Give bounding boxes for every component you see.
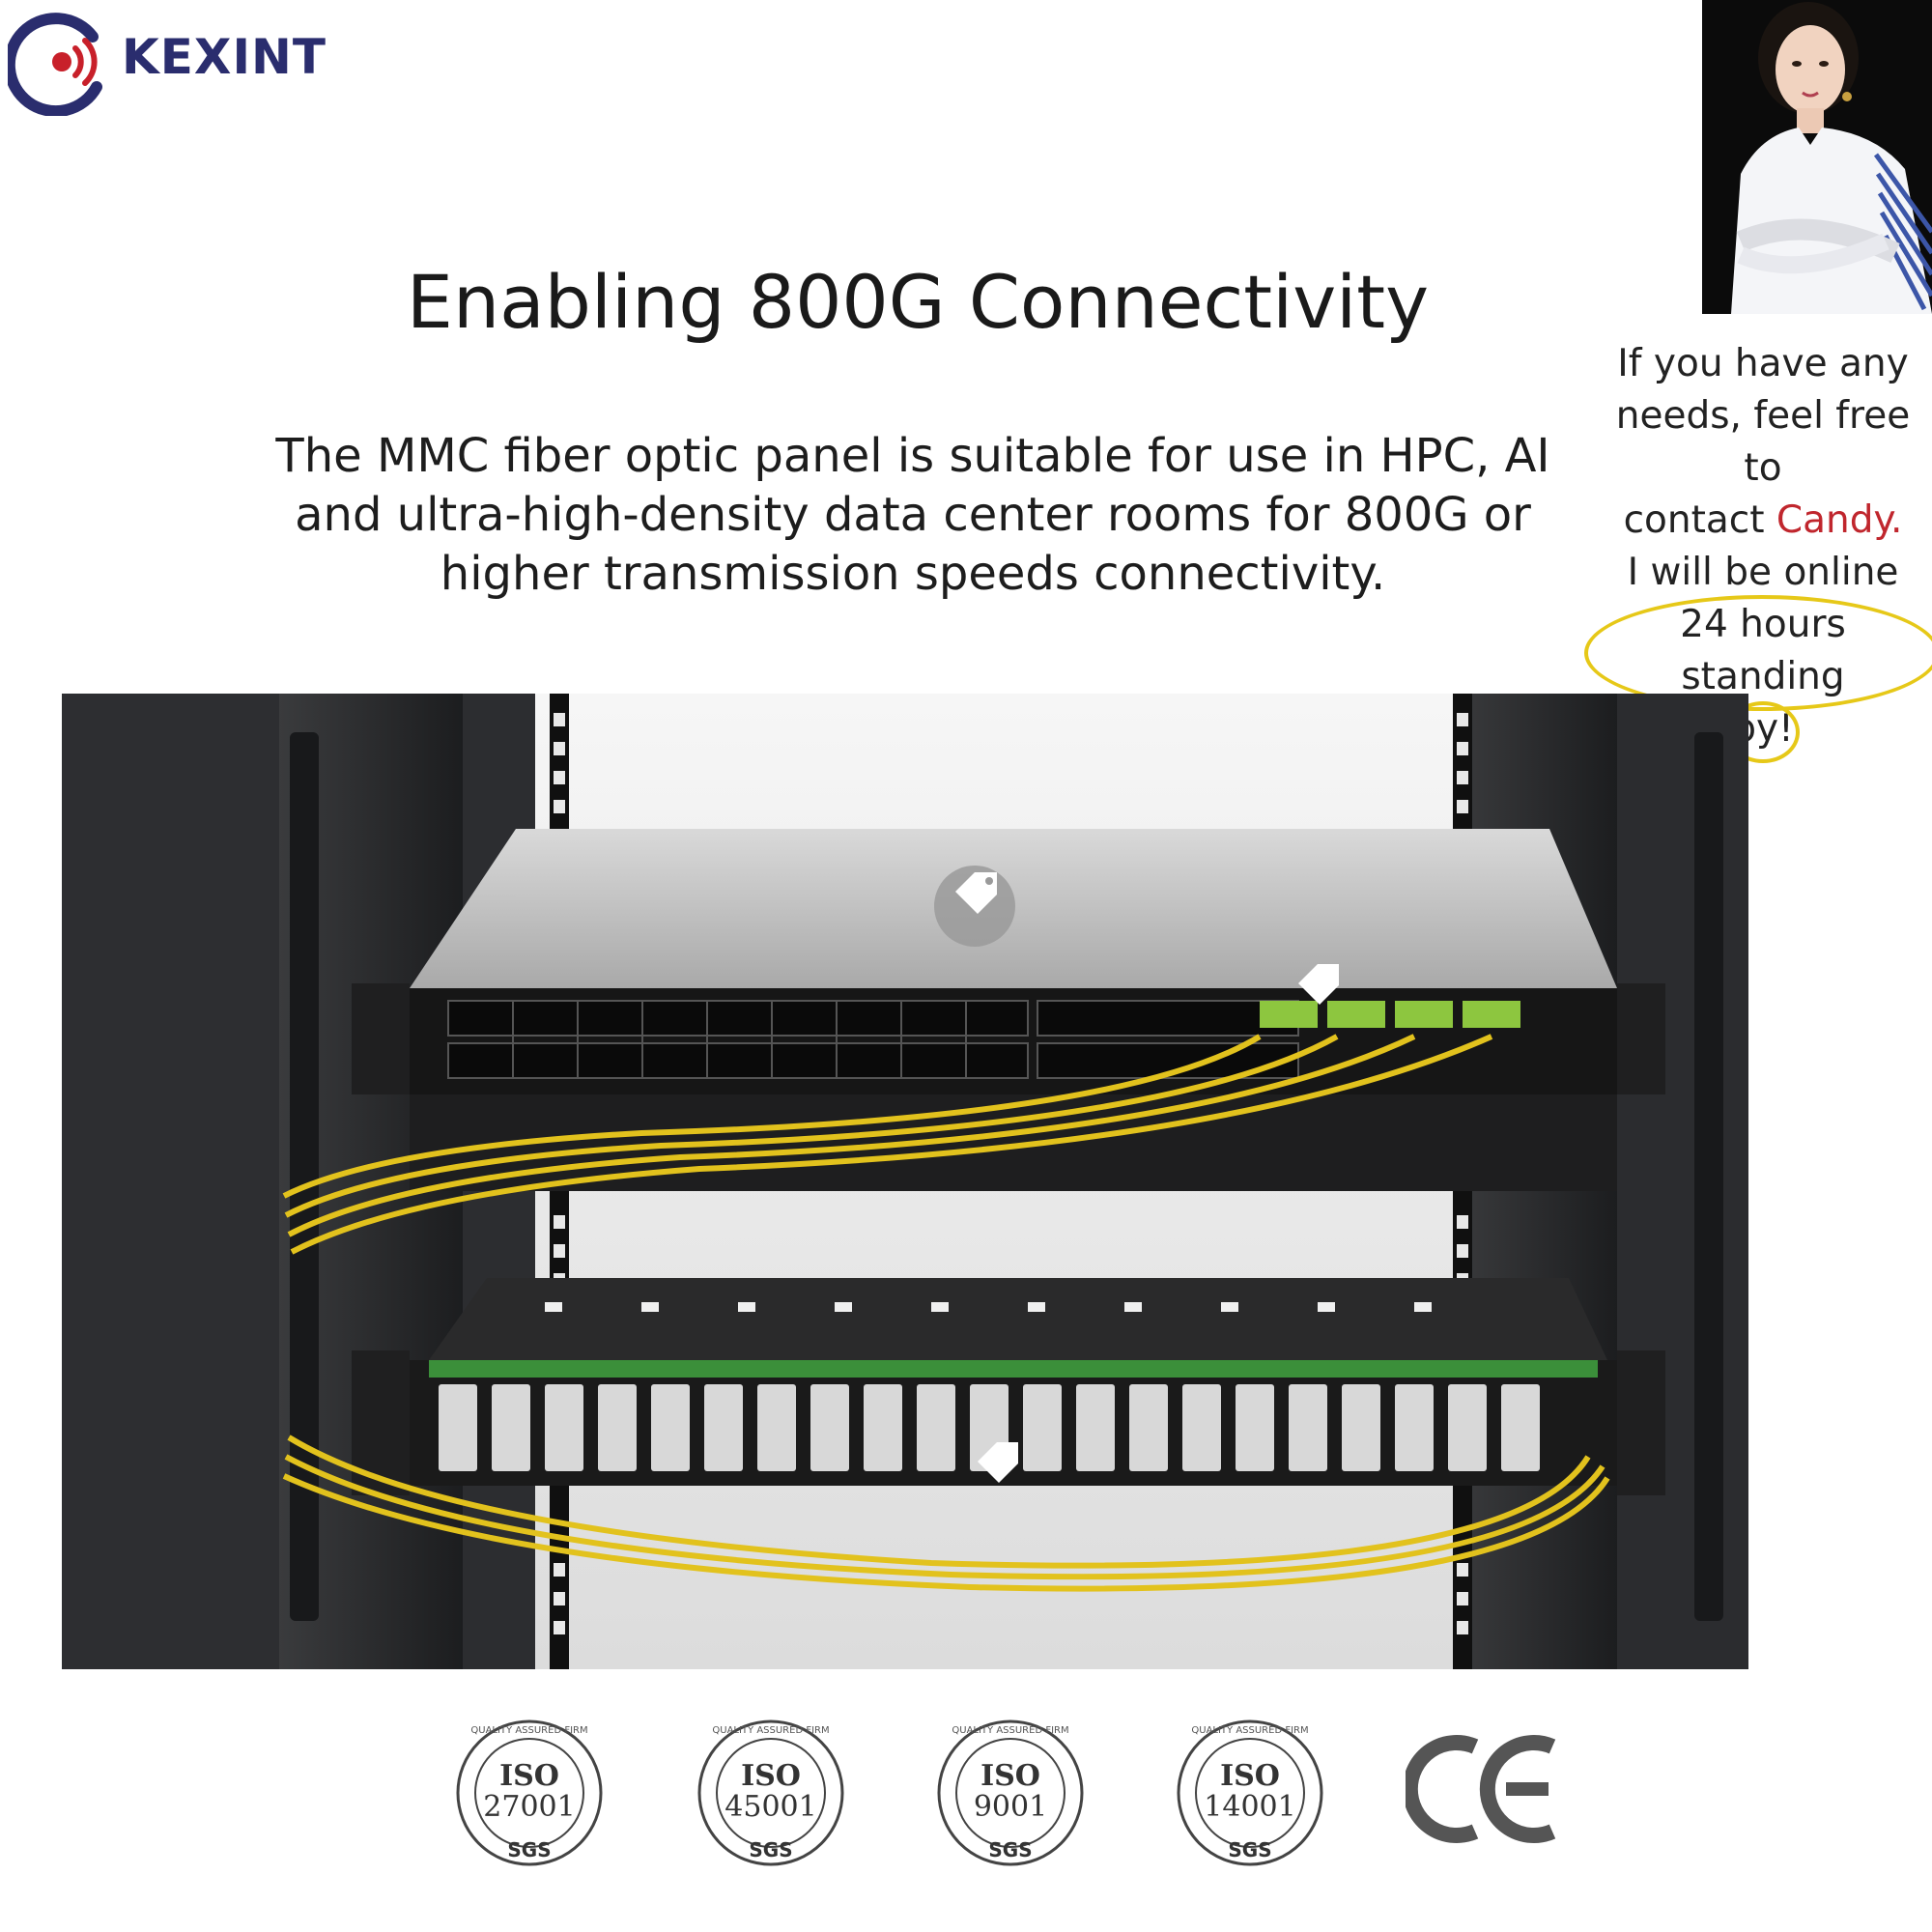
cert-ring-text: QUALITY ASSURED FIRM [952,1725,1068,1736]
cert-iso: ISO [1220,1759,1280,1793]
kexint-logo-icon [8,13,102,116]
circled-availability: 24 hours standing [1584,595,1932,711]
contact-portrait [1702,0,1932,314]
cert-ring-text: QUALITY ASSURED FIRM [712,1725,829,1736]
price-tag-icon[interactable] [1298,964,1339,1005]
cert-number: 45001 [724,1790,816,1824]
cert-iso: ISO [499,1759,559,1793]
cert-issuer: SGS [988,1838,1032,1861]
cert-badge-2: ISO 45001 SGS QUALITY ASSURED FIRM [694,1716,848,1870]
contact-line: I will be online [1627,551,1899,594]
contact-name[interactable]: Candy. [1776,498,1903,542]
contact-line: contact Candy. [1594,495,1932,547]
description-line: and ultra-high-density data center rooms… [295,488,1531,542]
contact-prefix: contact [1623,498,1776,542]
contact-line: If you have any [1617,342,1909,385]
product-description: The MMC fiber optic panel is suitable fo… [242,427,1584,604]
description-line: higher transmission speeds connectivity. [440,547,1386,601]
cert-badge-1: ISO 27001 SGS QUALITY ASSURED FIRM [452,1716,607,1870]
cert-ring-text: QUALITY ASSURED FIRM [470,1725,587,1736]
brand-name: KEXINT [122,29,327,85]
description-line: The MMC fiber optic panel is suitable fo… [275,429,1550,483]
contact-message: If you have any needs, feel free to cont… [1584,338,1932,763]
price-tag-icon[interactable] [934,866,1015,947]
price-tag-icon[interactable] [978,1442,1018,1483]
contact-line: 24 hours standing [1584,595,1932,711]
cert-issuer: SGS [749,1838,792,1861]
cert-number: 14001 [1204,1790,1295,1824]
cert-iso: ISO [741,1759,801,1793]
cert-badge-3: ISO 9001 SGS QUALITY ASSURED FIRM [933,1716,1088,1870]
cert-number: 27001 [483,1790,575,1824]
product-photo [62,694,1748,1669]
page-title: Enabling 800G Connectivity [406,259,1430,345]
cert-badge-4: ISO 14001 SGS QUALITY ASSURED FIRM [1173,1716,1327,1870]
ce-mark-icon: CE [1406,1735,1556,1843]
contact-line: needs, feel free to [1615,394,1911,490]
cert-issuer: SGS [1228,1838,1271,1861]
cert-number: 9001 [974,1790,1047,1824]
cert-iso: ISO [980,1759,1040,1793]
cert-issuer: SGS [507,1838,551,1861]
cert-ring-text: QUALITY ASSURED FIRM [1191,1725,1308,1736]
